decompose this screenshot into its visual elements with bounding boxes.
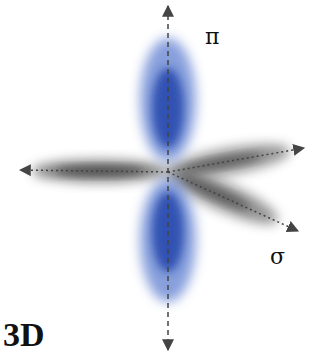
sigma-axis-lower — [168, 172, 298, 231]
sigma-label: σ — [270, 246, 285, 268]
pi-label: π — [205, 26, 219, 48]
title-3d: 3D — [3, 318, 45, 352]
pi-axis — [167, 6, 169, 350]
sigma-axis-upper — [168, 148, 304, 172]
sigma-axis-left — [20, 170, 168, 172]
